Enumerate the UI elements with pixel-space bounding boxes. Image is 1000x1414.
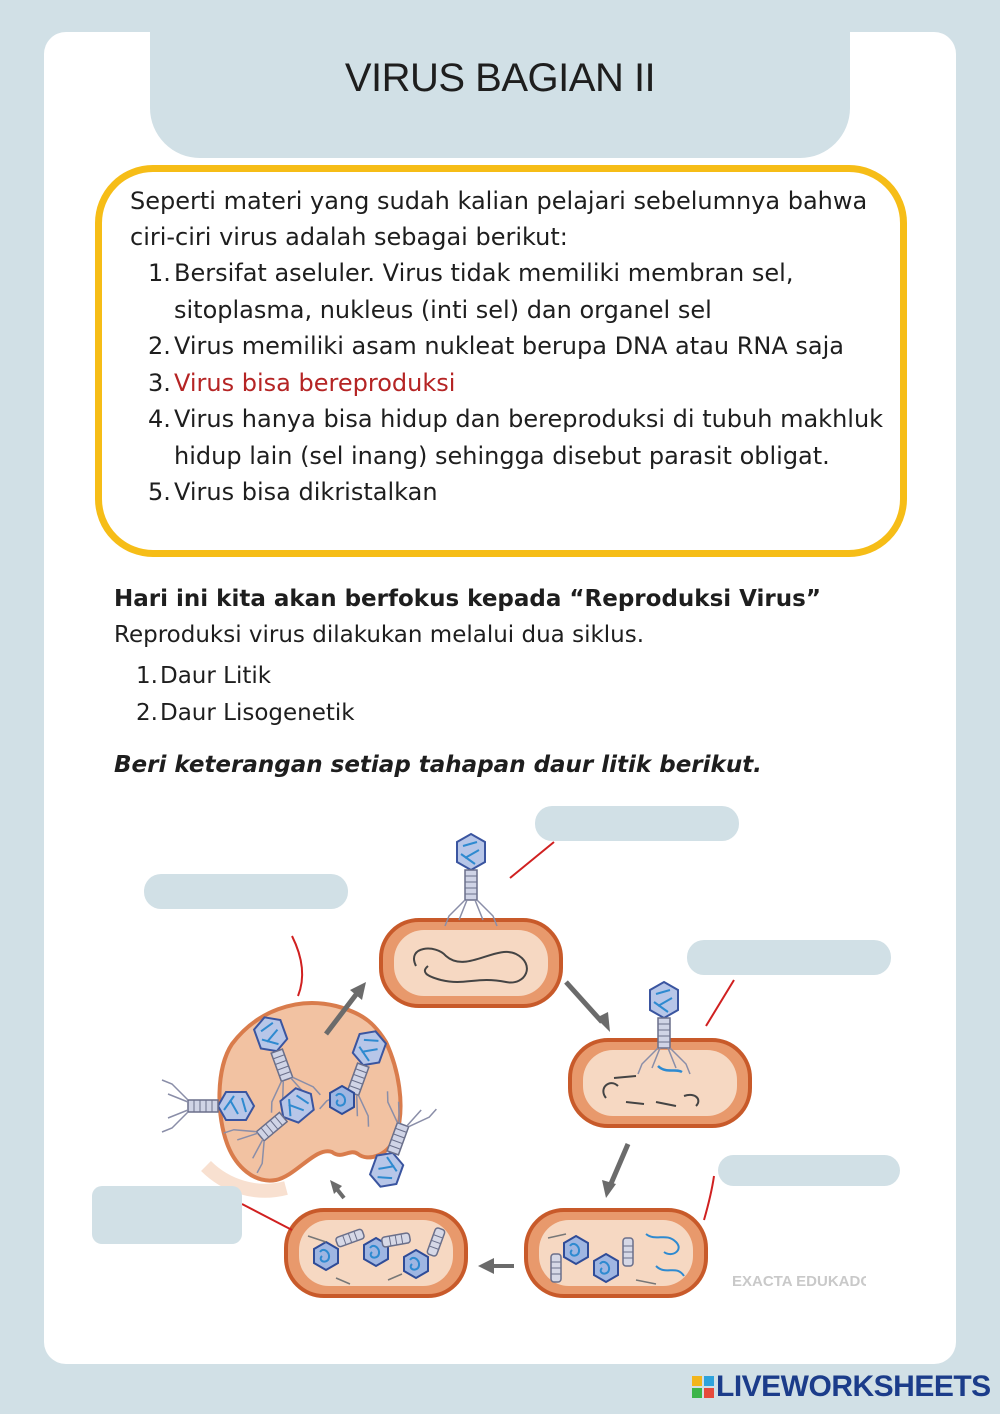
focus-heading: Hari ini kita akan berfokus kepada “Repr… [114, 586, 821, 612]
list-item: 2.Virus memiliki asam nukleat berupa DNA… [130, 328, 890, 365]
characteristics-list: 1.Bersifat aseluler. Virus tidak memilik… [130, 255, 890, 511]
list-item: 1.Bersifat aseluler. Virus tidak memilik… [130, 255, 890, 328]
focus-text: Reproduksi virus dilakukan melalui dua s… [114, 622, 644, 648]
list-item: 1.Daur Litik [114, 658, 355, 695]
answer-field-3[interactable] [687, 940, 891, 975]
list-item: 5.Virus bisa dikristalkan [130, 474, 890, 511]
watermark-text: EXACTA EDUKADO [732, 1273, 866, 1290]
brand-name: LIVEWORKSHEETS [716, 1370, 991, 1404]
list-item: 4.Virus hanya bisa hidup dan bereproduks… [130, 401, 890, 474]
page-title: VIRUS BAGIAN II [150, 56, 850, 101]
logo-icon [692, 1376, 714, 1398]
list-item: 2.Daur Lisogenetik [114, 695, 355, 732]
answer-field-5[interactable] [92, 1186, 242, 1244]
instruction: Beri keterangan setiap tahapan daur liti… [114, 752, 762, 778]
answer-field-1[interactable] [535, 806, 739, 841]
list-item-highlighted: 3.Virus bisa bereproduksi [130, 365, 890, 402]
intro-text: Seperti materi yang sudah kalian pelajar… [130, 183, 890, 255]
answer-field-4[interactable] [718, 1155, 900, 1186]
liveworksheets-logo[interactable]: LIVEWORKSHEETS [692, 1370, 991, 1404]
answer-field-2[interactable] [144, 874, 348, 909]
cycle-list: 1.Daur Litik 2.Daur Lisogenetik [114, 658, 355, 732]
